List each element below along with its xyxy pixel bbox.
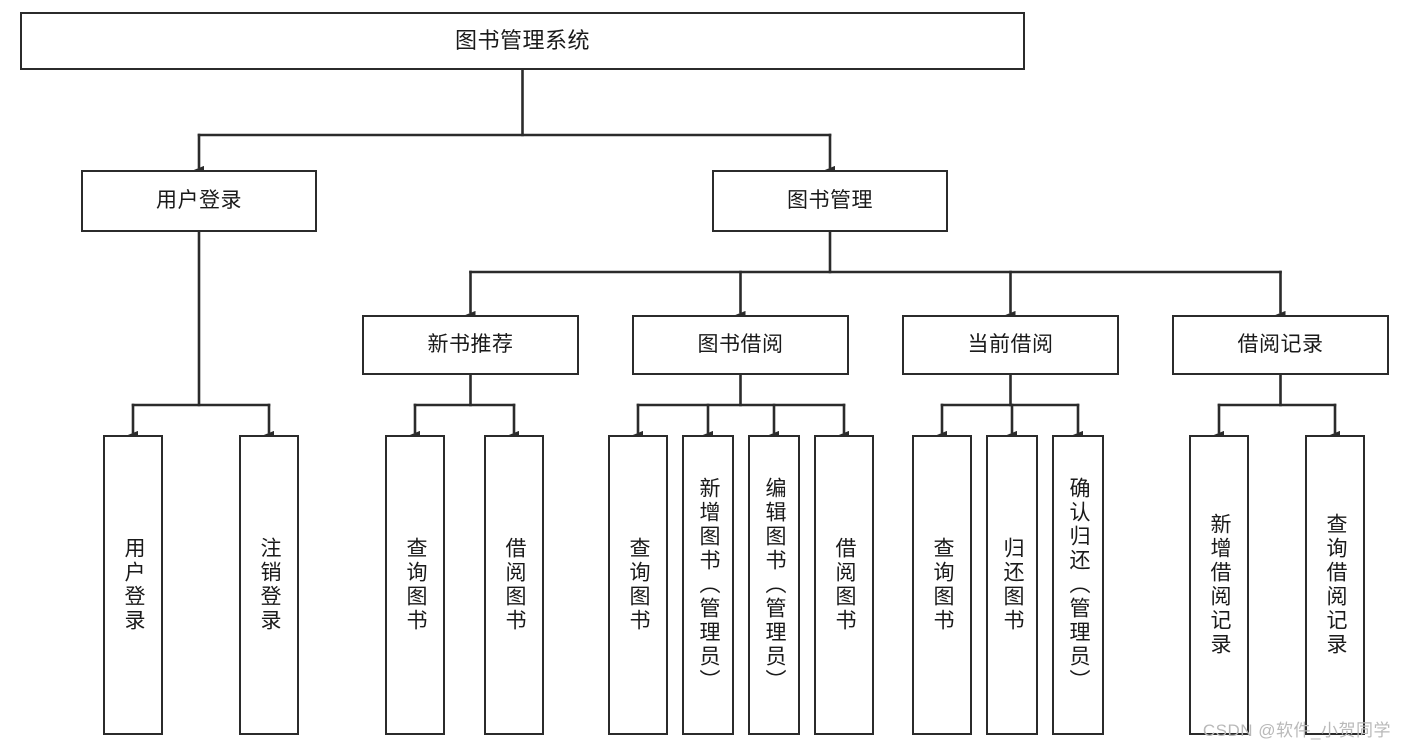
node-function-3-label: 查询图书 bbox=[404, 537, 428, 633]
node-function-4-label: 借阅图书 bbox=[503, 537, 527, 633]
node-function-6-label: 新增图书（管理员） bbox=[697, 477, 721, 693]
node-function-12-label: 新增借阅记录 bbox=[1208, 513, 1232, 657]
node-function-13-label: 查询借阅记录 bbox=[1324, 513, 1348, 657]
node-function-8-label: 借阅图书 bbox=[833, 537, 857, 633]
node-function-3[interactable]: 查询图书 bbox=[385, 435, 445, 735]
node-root[interactable]: 图书管理系统 bbox=[20, 12, 1025, 70]
node-function-4[interactable]: 借阅图书 bbox=[484, 435, 544, 735]
node-function-1[interactable]: 用户登录 bbox=[103, 435, 163, 735]
node-submodule-3-label: 当前借阅 bbox=[967, 332, 1054, 356]
node-submodule-1-label: 新书推荐 bbox=[427, 332, 514, 356]
node-function-10[interactable]: 归还图书 bbox=[986, 435, 1038, 735]
node-function-1-label: 用户登录 bbox=[122, 537, 146, 633]
node-submodule-2[interactable]: 图书借阅 bbox=[632, 315, 849, 375]
node-module-1[interactable]: 用户登录 bbox=[81, 170, 317, 232]
node-function-11-label: 确认归还（管理员） bbox=[1067, 477, 1091, 693]
node-function-9[interactable]: 查询图书 bbox=[912, 435, 972, 735]
node-submodule-1[interactable]: 新书推荐 bbox=[362, 315, 579, 375]
node-function-10-label: 归还图书 bbox=[1001, 537, 1025, 633]
node-function-12[interactable]: 新增借阅记录 bbox=[1189, 435, 1249, 735]
node-function-9-label: 查询图书 bbox=[931, 537, 955, 633]
node-submodule-4[interactable]: 借阅记录 bbox=[1172, 315, 1389, 375]
node-module-2-label: 图书管理 bbox=[787, 188, 873, 212]
node-function-5[interactable]: 查询图书 bbox=[608, 435, 668, 735]
node-submodule-4-label: 借阅记录 bbox=[1237, 332, 1324, 356]
node-module-1-label: 用户登录 bbox=[156, 188, 242, 212]
node-function-2-label: 注销登录 bbox=[258, 537, 282, 633]
node-submodule-2-label: 图书借阅 bbox=[697, 332, 784, 356]
node-function-5-label: 查询图书 bbox=[627, 537, 651, 633]
node-root-label: 图书管理系统 bbox=[454, 28, 590, 54]
node-function-8[interactable]: 借阅图书 bbox=[814, 435, 874, 735]
watermark-text: CSDN @软件_小贺同学 bbox=[1202, 721, 1391, 740]
node-function-13[interactable]: 查询借阅记录 bbox=[1305, 435, 1365, 735]
node-function-7[interactable]: 编辑图书（管理员） bbox=[748, 435, 800, 735]
node-function-2[interactable]: 注销登录 bbox=[239, 435, 299, 735]
node-module-2[interactable]: 图书管理 bbox=[712, 170, 948, 232]
node-submodule-3[interactable]: 当前借阅 bbox=[902, 315, 1119, 375]
node-function-6[interactable]: 新增图书（管理员） bbox=[682, 435, 734, 735]
node-function-11[interactable]: 确认归还（管理员） bbox=[1052, 435, 1104, 735]
node-function-7-label: 编辑图书（管理员） bbox=[763, 477, 787, 693]
